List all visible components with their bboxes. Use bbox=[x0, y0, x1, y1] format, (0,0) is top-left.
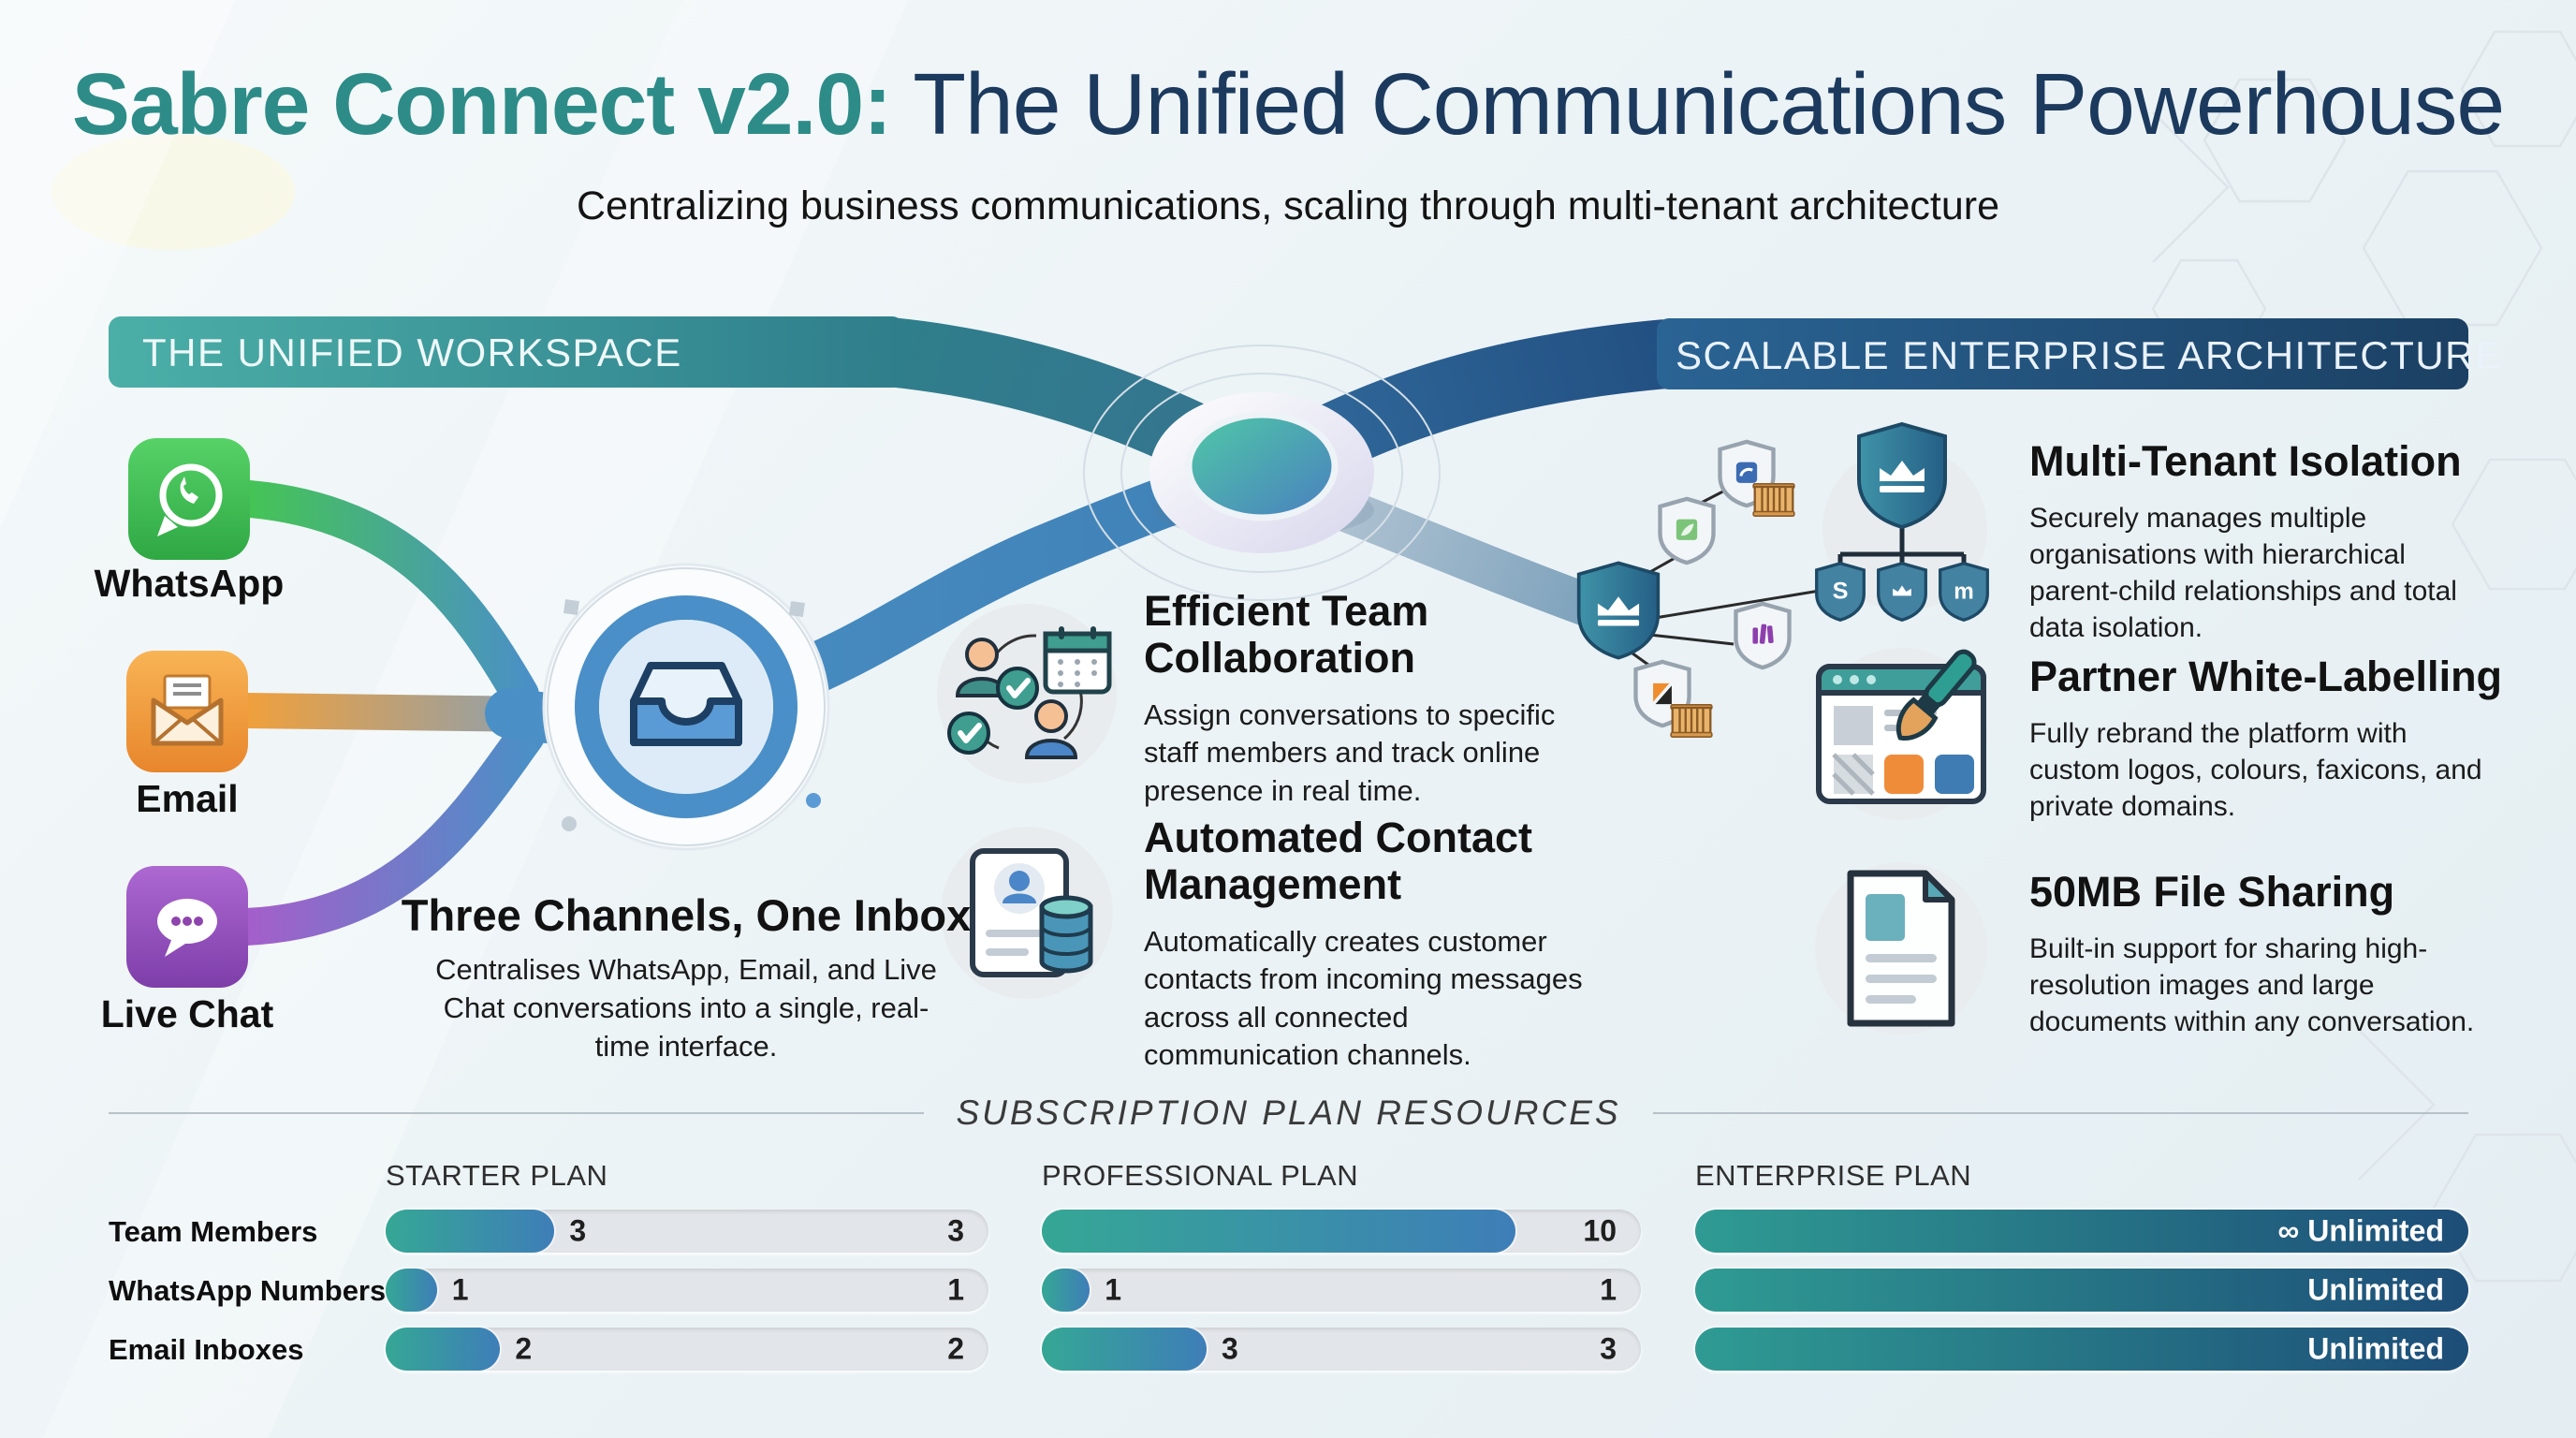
bar-fill bbox=[1695, 1269, 2468, 1312]
bar-fill bbox=[386, 1210, 555, 1253]
channel-label-whatsapp: WhatsApp bbox=[94, 562, 285, 605]
inbox-feature-title: Three Channels, One Inbox bbox=[401, 890, 972, 940]
professional-email-inboxes-bar: 3 3 bbox=[1042, 1328, 1641, 1371]
bar-fill bbox=[386, 1328, 501, 1371]
background-soft-patches bbox=[0, 0, 993, 1438]
bar-fill-value: 1 bbox=[1105, 1272, 1121, 1307]
bar-fill-value: 3 bbox=[569, 1213, 587, 1248]
banner-right-label: SCALABLE ENTERPRISE ARCHITECTURE bbox=[1676, 333, 2503, 377]
page-subtitle: Centralizing business communications, sc… bbox=[576, 183, 2000, 228]
banner-right-shape bbox=[1657, 318, 2468, 389]
banner-left-label: THE UNIFIED WORKSPACE bbox=[142, 330, 682, 374]
svg-text:m: m bbox=[1954, 580, 1974, 605]
feature-collaboration-description: Assign conversations to specific staff m… bbox=[1144, 698, 1556, 807]
file-sharing-icon bbox=[1815, 862, 1987, 1034]
tenant-network bbox=[1576, 439, 1826, 738]
bar-limit-value: ∞ Unlimited bbox=[2277, 1213, 2444, 1248]
bar-limit-value: 1 bbox=[947, 1272, 964, 1307]
plan-header-professional: PROFESSIONAL PLAN bbox=[1042, 1159, 1359, 1192]
crate-icon bbox=[1670, 704, 1713, 738]
bar-limit-value: 3 bbox=[947, 1213, 964, 1248]
crate-icon bbox=[1752, 483, 1795, 517]
bar-limit-value: Unlimited bbox=[2307, 1272, 2444, 1307]
bar-limit-value: Unlimited bbox=[2307, 1331, 2444, 1366]
feature-filesharing-description: Built-in support for sharing high-resolu… bbox=[2029, 933, 2475, 1037]
page-title: Sabre Connect v2.0: The Unified Communic… bbox=[0, 54, 2576, 154]
feature-collaboration-title: Efficient Team Collaboration bbox=[1144, 587, 1429, 682]
bar-limit-value: 1 bbox=[1600, 1272, 1617, 1307]
page-title-highlight: Sabre Connect v2.0: bbox=[71, 55, 892, 153]
divider-line-right bbox=[1652, 1112, 2469, 1114]
svg-text:S: S bbox=[1833, 579, 1849, 605]
bar-fill bbox=[1695, 1210, 2468, 1253]
bar-fill bbox=[1042, 1328, 1207, 1371]
starter-whatsapp-numbers-bar: 1 1 bbox=[386, 1269, 988, 1312]
feature-tenant-title: Multi-Tenant Isolation bbox=[2029, 437, 2462, 485]
resource-row-label: Team Members bbox=[109, 1215, 318, 1248]
whatsapp-pipe bbox=[231, 480, 539, 713]
hub-disc bbox=[1083, 345, 1441, 601]
banner-left-shape bbox=[109, 316, 904, 388]
resource-row-label: WhatsApp Numbers bbox=[109, 1274, 387, 1307]
bar-limit-value: 2 bbox=[947, 1331, 964, 1366]
bar-fill-value: 1 bbox=[451, 1272, 469, 1307]
feature-contact-description: Automatically creates customer contacts … bbox=[1144, 925, 1583, 1071]
page-title-rest: The Unified Communications Powerhouse bbox=[891, 55, 2505, 153]
bar-fill bbox=[1042, 1269, 1090, 1312]
enterprise-whatsapp-numbers-bar: Unlimited bbox=[1695, 1269, 2468, 1312]
professional-team-members-bar: 10 bbox=[1042, 1210, 1641, 1253]
livechat-pipe bbox=[227, 717, 545, 946]
inbox-icon bbox=[630, 662, 742, 746]
feature-whitelabel-title: Partner White-Labelling bbox=[2029, 653, 2503, 700]
plan-header-enterprise: ENTERPRISE PLAN bbox=[1695, 1159, 1972, 1192]
channel-label-email: Email bbox=[136, 777, 239, 820]
bar-fill bbox=[1042, 1210, 1515, 1253]
channel-label-livechat: Live Chat bbox=[100, 992, 274, 1035]
email-icon bbox=[126, 651, 248, 772]
bar-fill-value: 3 bbox=[1222, 1331, 1238, 1366]
team-collaboration-icon bbox=[937, 604, 1117, 784]
starter-team-members-bar: 3 3 bbox=[386, 1210, 988, 1253]
multi-tenant-icon: S m bbox=[1815, 421, 1989, 622]
divider-line-left bbox=[109, 1112, 925, 1114]
starter-email-inboxes-bar: 2 2 bbox=[386, 1328, 988, 1371]
subscription-divider: SUBSCRIPTION PLAN RESOURCES bbox=[109, 1093, 2469, 1133]
feature-tenant-description: Securely manages multiple organisations … bbox=[2029, 503, 2457, 643]
enterprise-team-members-bar: ∞ Unlimited bbox=[1695, 1210, 2468, 1253]
feature-whitelabel-description: Fully rebrand the platform with custom l… bbox=[2029, 718, 2482, 822]
enterprise-email-inboxes-bar: Unlimited bbox=[1695, 1328, 2468, 1371]
bar-fill-value: 2 bbox=[515, 1331, 533, 1366]
feature-contact-title: Automated Contact Management bbox=[1144, 814, 1532, 909]
subscription-section-title: SUBSCRIPTION PLAN RESOURCES bbox=[956, 1093, 1621, 1132]
inbox-feature-description: Centralises WhatsApp, Email, and Live Ch… bbox=[435, 953, 937, 1063]
feature-filesharing-title: 50MB File Sharing bbox=[2029, 868, 2395, 916]
plan-header-starter: STARTER PLAN bbox=[386, 1159, 608, 1192]
bar-limit-value: 10 bbox=[1583, 1213, 1617, 1248]
bar-fill bbox=[1695, 1328, 2468, 1371]
contact-management-icon bbox=[941, 827, 1113, 999]
bar-fill bbox=[386, 1269, 437, 1312]
professional-whatsapp-numbers-bar: 1 1 bbox=[1042, 1269, 1641, 1312]
white-label-icon bbox=[1815, 648, 1987, 820]
whatsapp-icon bbox=[128, 438, 250, 560]
livechat-icon bbox=[126, 866, 248, 988]
resource-row-label: Email Inboxes bbox=[109, 1333, 304, 1366]
bar-limit-value: 3 bbox=[1600, 1331, 1617, 1366]
